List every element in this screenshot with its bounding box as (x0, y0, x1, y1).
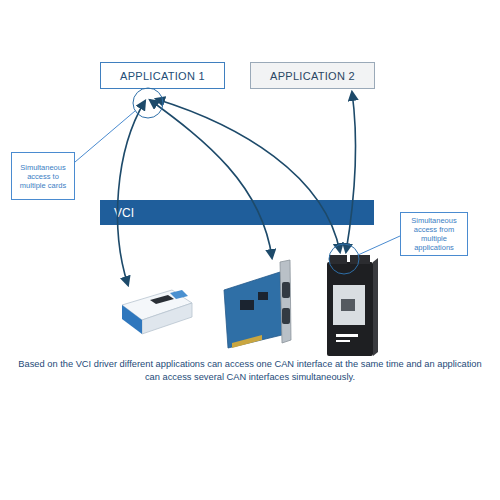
usb-adapter-top (122, 290, 192, 320)
caption-text: Based on the VCI driver different applic… (12, 358, 488, 384)
pci-card-port (282, 282, 290, 298)
callout-box: Simultaneous access from multiple applic… (400, 212, 468, 256)
din-device-terminal (329, 255, 347, 264)
access-arrow (346, 92, 356, 252)
pci-card-chip (258, 292, 268, 300)
din-device-port (341, 299, 355, 311)
leader-line (75, 111, 135, 162)
din-device-side (373, 258, 378, 356)
node-text: VCI (114, 206, 134, 220)
usb-adapter-side (142, 303, 192, 334)
din-device-body (327, 262, 373, 356)
node-text: APPLICATION 2 (270, 70, 355, 82)
access-arrow (118, 101, 145, 285)
pci-card-port (282, 308, 290, 324)
din-device-panel (333, 285, 365, 325)
usb-adapter-label (170, 290, 188, 299)
callout-box: Simultaneous access to multiple cards (11, 152, 75, 200)
pci-card-board (224, 272, 282, 348)
usb-adapter-connector (150, 295, 174, 304)
usb-adapter-front (122, 305, 142, 334)
highlight-circle (133, 88, 163, 118)
pci-card-chip (240, 300, 254, 310)
node-text: Simultaneous access to multiple cards (15, 163, 71, 190)
driver-band: VCI (100, 200, 374, 225)
din-device-marking (336, 340, 350, 342)
access-arrow (150, 100, 272, 258)
node-text: APPLICATION 1 (120, 70, 205, 82)
pci-card-bracket (280, 260, 291, 343)
pci-card-contacts (232, 335, 262, 348)
access-arrow (156, 99, 340, 252)
highlight-circle (329, 244, 359, 274)
din-device-terminal (350, 255, 370, 264)
leader-line (358, 236, 400, 255)
din-device-marking (336, 334, 358, 337)
application-box: APPLICATION 1 (100, 62, 225, 89)
node-text: Simultaneous access from multiple applic… (404, 216, 464, 252)
application-box: APPLICATION 2 (250, 62, 375, 89)
